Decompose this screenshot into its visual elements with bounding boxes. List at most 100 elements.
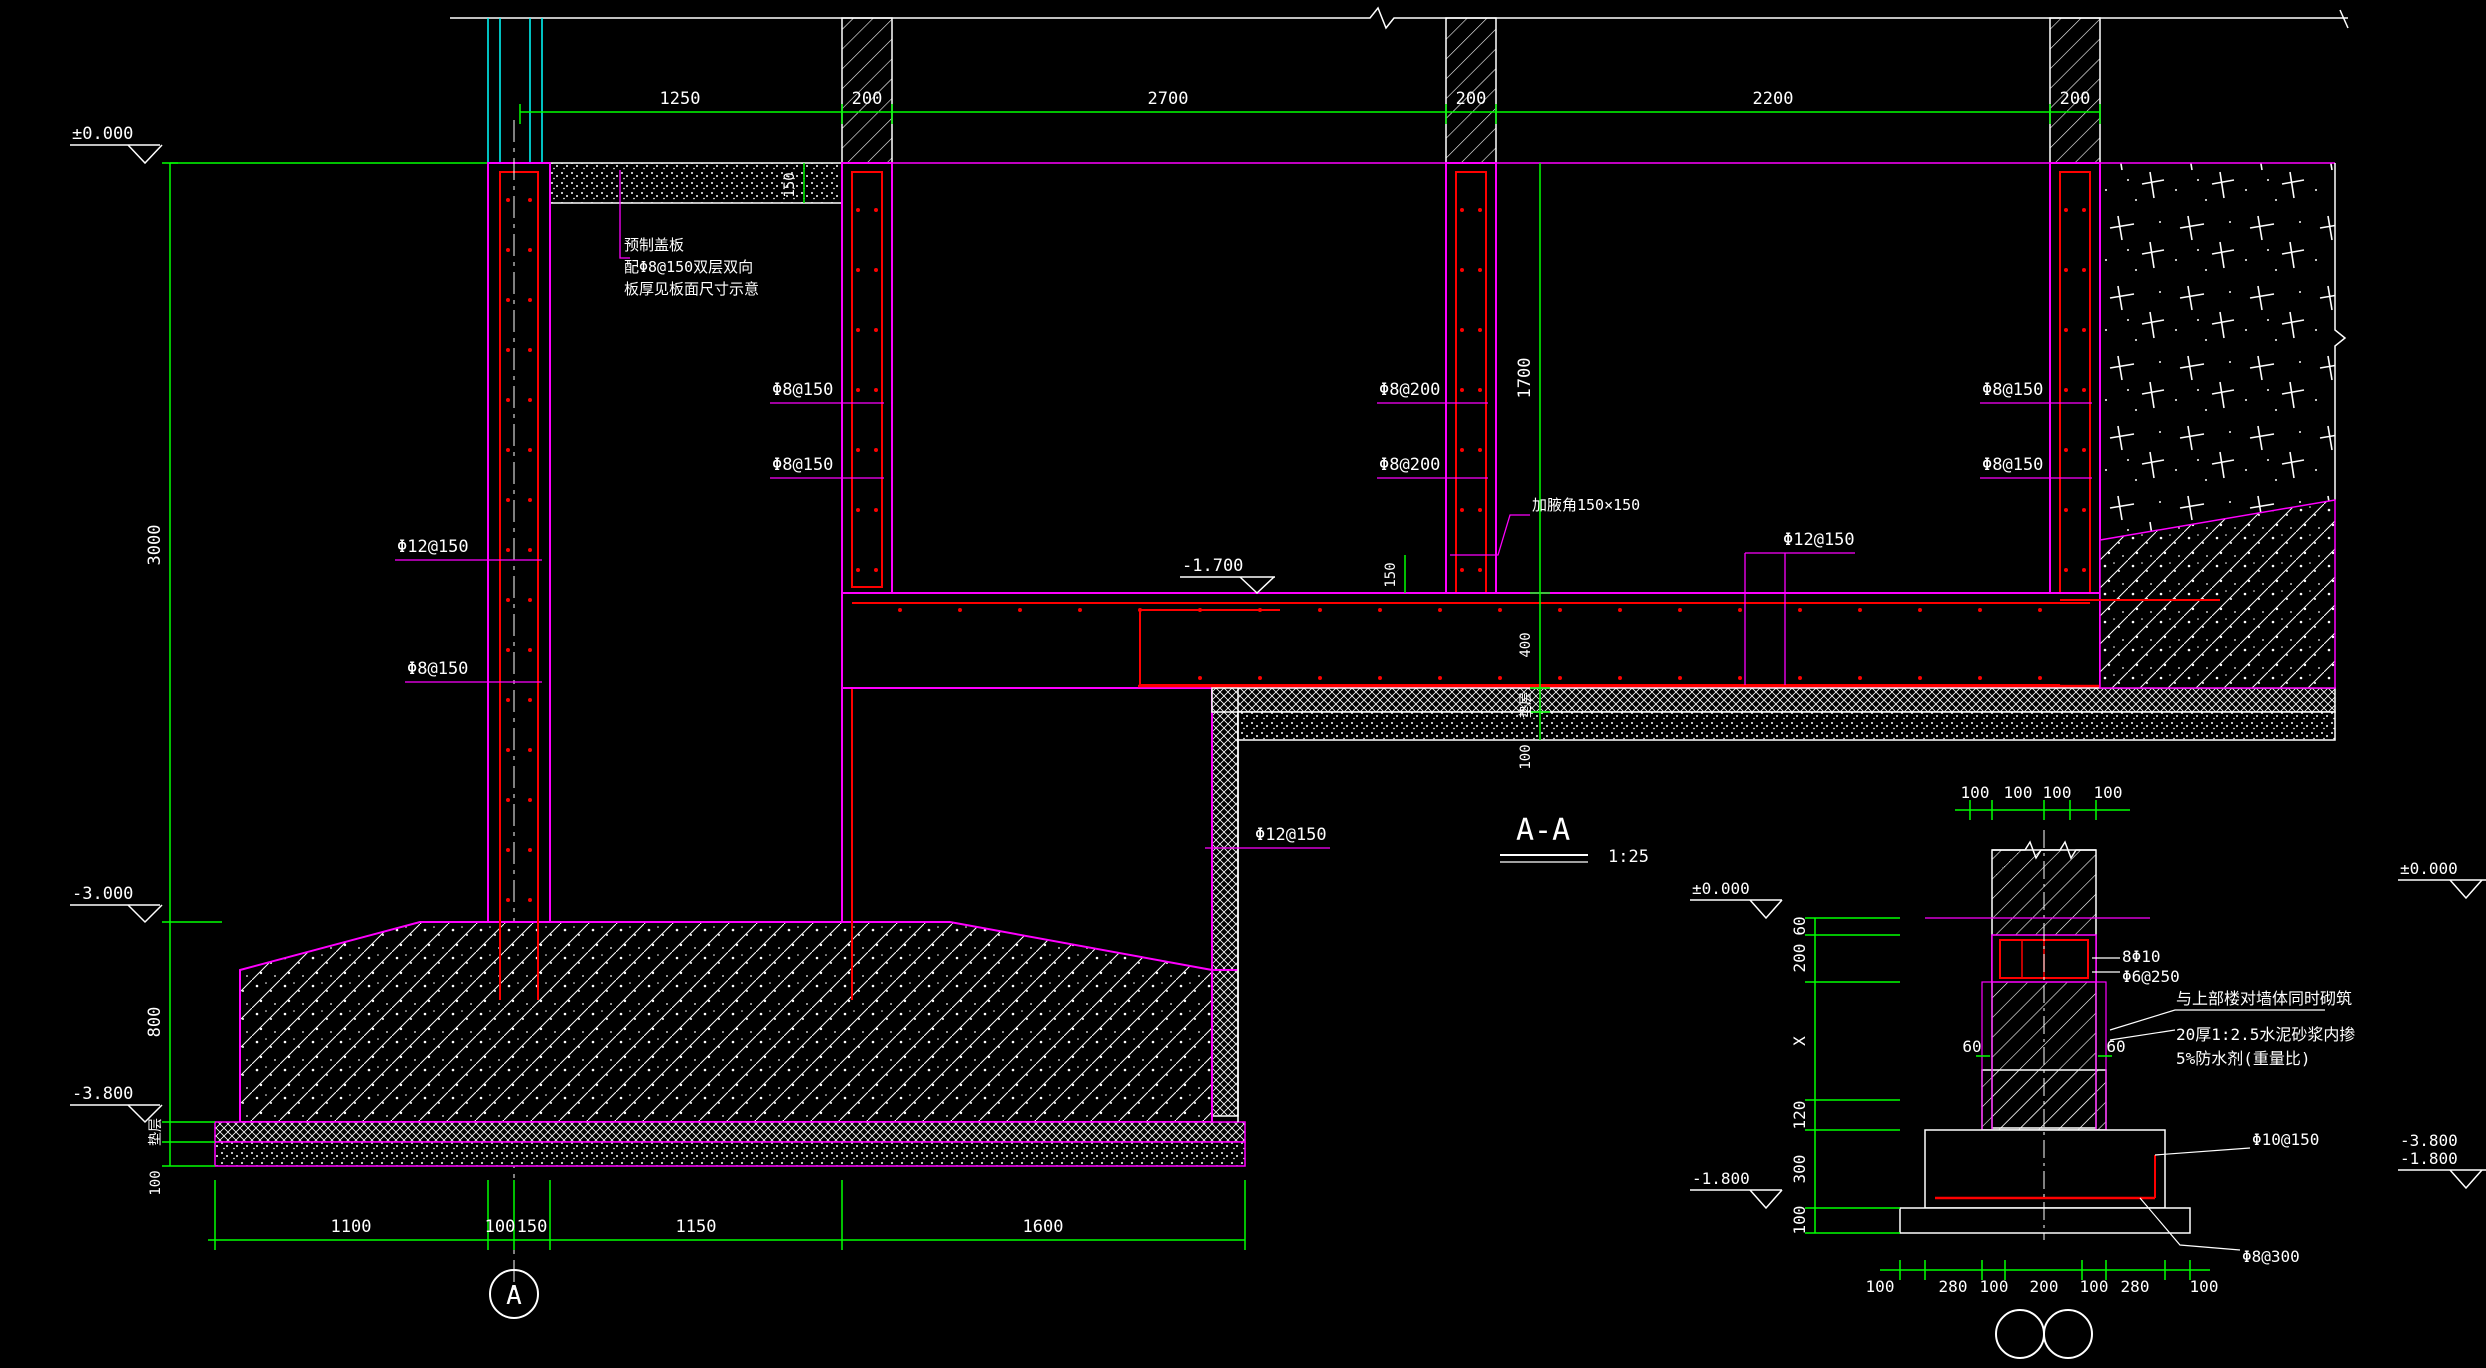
detail-elev-zero: ±0.000 — [1692, 879, 1750, 898]
detail-rebar-2: Φ6@250 — [2122, 967, 2180, 986]
rebar-label-2: Φ8@150 — [407, 659, 468, 679]
wall-stub-3 — [2049, 17, 2101, 164]
cyan-wall-lines — [487, 18, 543, 163]
step-wall — [1211, 687, 1239, 1117]
dim-bottom-1: 1100 — [331, 1217, 372, 1237]
footing-base — [214, 1141, 1246, 1167]
main-labels: 1250 200 2700 200 2200 200 3000 800 垫层 1… — [72, 89, 2090, 1311]
detail-bottom-dim-6: 280 — [2121, 1277, 2150, 1296]
rebar-label-1: Φ12@150 — [397, 537, 469, 557]
dim-slab-150: 150 — [782, 172, 798, 197]
detail-labels: 100 100 100 100 60 200 X 120 300 100 60 … — [1692, 783, 2458, 1296]
interior-wall-1 — [841, 162, 893, 594]
rebar-label-10: Φ12@150 — [1255, 825, 1327, 845]
footing-cushion — [214, 1121, 1246, 1143]
rebar-label-3: Φ8@150 — [772, 380, 833, 400]
detail-axis-bubble-1 — [1995, 1309, 2045, 1359]
dim-cushion: 垫层 — [1518, 692, 1534, 718]
dim-top-1: 1250 — [660, 89, 701, 109]
detail-section — [1690, 800, 2486, 1359]
detail-top-dim-4: 100 — [2094, 783, 2123, 802]
precast-note-1: 预制盖板 — [624, 236, 684, 254]
left-wall — [487, 162, 551, 924]
dim-bottom-2: 100 — [485, 1217, 516, 1237]
floor-cushion-gravel — [1237, 711, 2336, 741]
dim-fillet-150: 150 — [1383, 562, 1399, 587]
dim-400: 400 — [1518, 632, 1534, 657]
right-haunch — [2099, 499, 2336, 689]
dim-left-1: 3000 — [145, 525, 165, 566]
dim-top-3: 2700 — [1148, 89, 1189, 109]
detail-bottom-dim-4: 200 — [2030, 1277, 2059, 1296]
detail-bottom-dim-3: 100 — [1980, 1277, 2009, 1296]
right-elev-minus-3800: -3.800 — [2400, 1131, 2458, 1150]
section-scale: 1:25 — [1608, 847, 1649, 867]
detail-bottom-dim-2: 280 — [1939, 1277, 1968, 1296]
elev-minus-3000: -3.000 — [72, 884, 133, 904]
dim-bottom-3: 150 — [517, 1217, 548, 1237]
floor-slab — [841, 592, 2101, 689]
dim-1700: 1700 — [1515, 358, 1535, 399]
soil-fill — [2100, 163, 2335, 540]
detail-elev-minus-1800: -1.800 — [1692, 1169, 1750, 1188]
detail-note-1: 与上部楼对墙体同时砌筑 — [2176, 989, 2352, 1008]
detail-rebar-4: Φ8@300 — [2242, 1247, 2300, 1266]
detail-bottom-dim-7: 100 — [2190, 1277, 2219, 1296]
rebar-label-7: Φ8@150 — [1982, 380, 2043, 400]
main-section — [70, 6, 2349, 1319]
detail-left-dim-5: 300 — [1790, 1155, 1809, 1184]
wall-stub-2 — [1445, 17, 1497, 164]
rebar-dots — [506, 198, 2086, 902]
detail-dimensions — [1805, 800, 2210, 1280]
right-tick — [2339, 9, 2349, 29]
elev-zero: ±0.000 — [72, 124, 133, 144]
bottom-dimension-line — [208, 1180, 1246, 1250]
detail-axis-bubble-2 — [2043, 1309, 2093, 1359]
dim-left-4: 100 — [148, 1170, 164, 1195]
right-elev-zero: ±0.000 — [2400, 859, 2458, 878]
interior-wall-2 — [1445, 162, 1497, 594]
detail-left-dim-2: 200 — [1790, 944, 1809, 973]
dim-bottom-4: 1150 — [676, 1217, 717, 1237]
rebar-label-6: Φ8@200 — [1379, 455, 1440, 475]
detail-side-dim-2: 60 — [2106, 1037, 2125, 1056]
detail-left-dim-3: X — [1790, 1036, 1809, 1046]
leaders — [395, 170, 2092, 849]
elev-minus-1700: -1.700 — [1182, 556, 1243, 576]
dim-bottom-5: 1600 — [1023, 1217, 1064, 1237]
section-title: A-A — [1516, 813, 1570, 848]
main-footing — [239, 921, 1213, 1123]
axis-bubble — [489, 1269, 539, 1319]
rebar-label-9: Φ12@150 — [1783, 530, 1855, 550]
dim-top-6: 200 — [2060, 89, 2091, 109]
precast-note-3: 板厚见板面尺寸示意 — [624, 280, 759, 298]
detail-left-dim-6: 100 — [1790, 1206, 1809, 1235]
detail-left-dim-1: 60 — [1790, 916, 1809, 935]
detail-rebar-1: 8Φ10 — [2122, 947, 2161, 966]
top-break-line — [450, 6, 2348, 30]
floor-cushion-xhatch — [1211, 687, 2336, 713]
elev-minus-3800: -3.800 — [72, 1084, 133, 1104]
elevation-markers — [70, 144, 1275, 1124]
detail-side-dim-1: 60 — [1962, 1037, 1981, 1056]
fillet-label: 加腋角150×150 — [1532, 496, 1640, 514]
detail-note-3: 5%防水剂(重量比) — [2176, 1049, 2311, 1068]
detail-note-2: 20厚1:2.5水泥砂浆内掺 — [2176, 1025, 2355, 1044]
right-elev-minus-1800: -1.800 — [2400, 1149, 2458, 1168]
detail-bottom-dim-1: 100 — [1866, 1277, 1895, 1296]
dim-left-3: 垫层 — [148, 1118, 164, 1146]
top-dimension-line — [519, 104, 2101, 124]
rebar-label-5: Φ8@200 — [1379, 380, 1440, 400]
dim-top-2: 200 — [852, 89, 883, 109]
detail-top-dim-3: 100 — [2043, 783, 2072, 802]
precast-note-2: 配Φ8@150双层双向 — [624, 258, 753, 276]
rebar-label-8: Φ8@150 — [1982, 455, 2043, 475]
precast-cover-slab — [549, 162, 843, 204]
detail-cushion — [1899, 1207, 2191, 1234]
rebar-label-4: Φ8@150 — [772, 455, 833, 475]
detail-top-dim-2: 100 — [2004, 783, 2033, 802]
interior-wall-3 — [2049, 162, 2101, 594]
detail-top-dim-1: 100 — [1961, 783, 1990, 802]
left-dimension-line — [162, 162, 222, 1167]
